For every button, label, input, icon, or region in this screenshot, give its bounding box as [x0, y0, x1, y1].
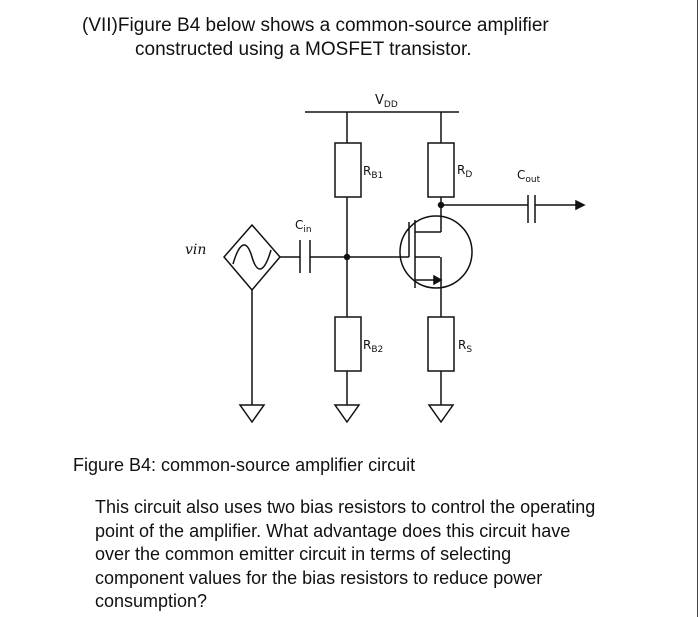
junction-gate [343, 253, 351, 261]
mosfet-icon [399, 215, 473, 289]
wires [251, 111, 576, 405]
question-line-1: (VII)Figure B4 below shows a common-sour… [82, 14, 549, 38]
label-rs: RS [458, 338, 472, 355]
figure-caption: Figure B4: common-source amplifier circu… [73, 455, 416, 475]
body-line: point of the amplifier. What advantage d… [95, 520, 571, 541]
label-cout: Cout [517, 168, 541, 185]
label-rb1: RB1 [363, 164, 383, 181]
question-text-1: Figure B4 below shows a common-source am… [117, 15, 549, 36]
junction-drain [437, 201, 445, 209]
body-line: consumption? [95, 591, 208, 611]
output-arrow-icon [575, 199, 586, 211]
resistor-rb2 [334, 316, 362, 372]
question-line-2: constructed using a MOSFET transistor. [135, 39, 472, 60]
question-body: This circuit also uses two bias resistor… [95, 496, 595, 614]
resistor-rs [427, 316, 455, 372]
label-rd: RD [457, 163, 472, 180]
capacitor-cout [527, 195, 536, 223]
page-border-right [697, 0, 698, 617]
label-vin: vin [185, 242, 206, 258]
label-vdd: VDD [375, 93, 398, 110]
ac-source-icon [223, 223, 281, 292]
body-line: This circuit also uses two bias resistor… [95, 497, 596, 517]
ground-icons [238, 404, 455, 424]
body-line: component values for the bias resistors … [95, 567, 543, 588]
resistor-rd [427, 142, 455, 198]
label-cin: Cin [295, 218, 312, 235]
body-line: over the common emitter circuit in terms… [95, 544, 512, 564]
resistor-rb1 [334, 142, 362, 198]
question-number: (VII) [82, 15, 118, 36]
label-rb2: RB2 [363, 338, 383, 355]
capacitor-cin [299, 240, 311, 273]
